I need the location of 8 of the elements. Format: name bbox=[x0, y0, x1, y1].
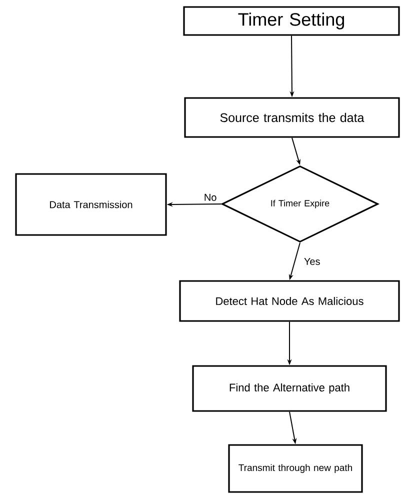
edge-label: No bbox=[202, 192, 218, 202]
process-box: Detect Hat Node As Malicious bbox=[179, 280, 400, 322]
edge-label: Yes bbox=[302, 257, 322, 266]
process-box: Transmit through new path bbox=[228, 444, 363, 493]
process-box: Source transmits the data bbox=[184, 97, 400, 138]
process-box: Find the Alternative path bbox=[192, 365, 387, 412]
process-box: Data Transmission bbox=[15, 173, 167, 236]
process-box: Timer Setting bbox=[183, 6, 400, 36]
